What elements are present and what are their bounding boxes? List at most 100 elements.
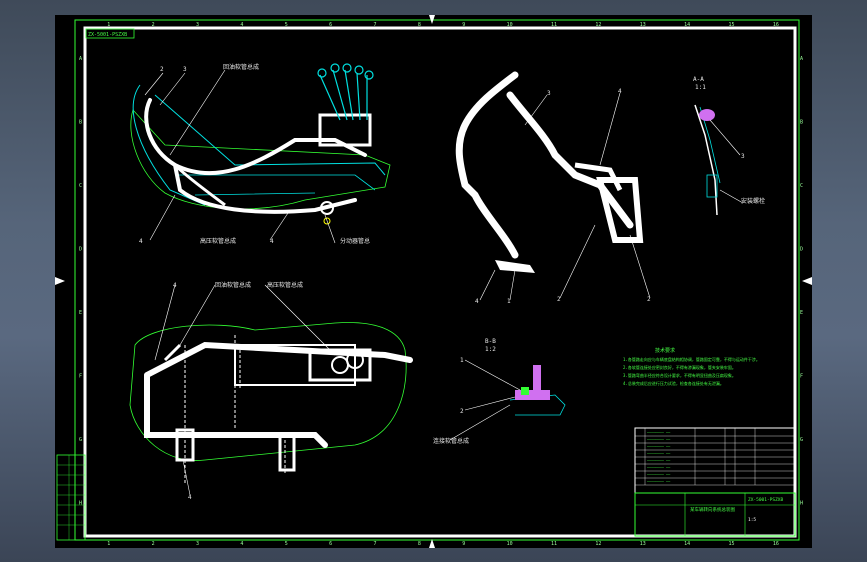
zone-letter: E — [79, 310, 82, 316]
zone-number: 11 — [551, 541, 557, 547]
iso-callout-2: 2 — [557, 296, 561, 303]
zone-number: 5 — [285, 541, 288, 547]
svg-text:──────── ──: ──────── ── — [646, 473, 671, 477]
zone-number: 7 — [373, 22, 376, 28]
zone-number: 7 — [373, 541, 376, 547]
callout-2: 2 — [160, 66, 164, 73]
tech-note-2: 2.各软管连接处应密封良好，不得有渗漏现象，管夹安装牢固。 — [623, 364, 736, 370]
bb-callout-2: 2 — [460, 408, 464, 415]
zone-number: 2 — [152, 22, 155, 28]
drawing-code: ZX-5001-PSZXB — [88, 32, 127, 38]
detail-a-label: 安装螺栓 — [741, 197, 765, 205]
pipe-label-1: 回油软管总成 — [223, 63, 259, 71]
drawing-code-box — [85, 28, 135, 39]
callout-4a: 4 — [139, 238, 143, 245]
view-scale-a: 1:1 — [695, 84, 706, 91]
svg-text:──────── ──: ──────── ── — [646, 438, 671, 442]
zone-numbers-top: 1122334455667788991010111112121313141415… — [107, 22, 779, 547]
bottom-callout-4a: 4 — [173, 282, 177, 289]
title-block: 某车辆转向系统总装图 ZX-5001-PSZXB 1:5 — [634, 492, 796, 537]
iso-callout-2b: 2 — [647, 296, 651, 303]
zone-number: 12 — [595, 22, 601, 28]
bb-note: 连接软管总成 — [433, 437, 469, 445]
center-mark-right — [802, 277, 812, 285]
callout-4b: 4 — [270, 238, 274, 245]
zone-letter: C — [800, 183, 803, 189]
isometric-pipe-view: 3 4 4 1 2 2 — [455, 71, 651, 305]
zone-number: 13 — [640, 22, 646, 28]
zone-number: 5 — [285, 22, 288, 28]
iso-callout-3: 3 — [547, 90, 551, 97]
zone-letter: H — [800, 500, 803, 506]
outer-border — [74, 19, 800, 541]
title-block-title: 某车辆转向系统总装图 — [690, 506, 735, 513]
zone-number: 4 — [240, 22, 243, 28]
zone-letter: A — [800, 56, 803, 62]
svg-text:──────── ──: ──────── ── — [646, 459, 671, 463]
zone-letter: D — [79, 246, 82, 252]
bb-callout-1: 1 — [460, 357, 464, 364]
iso-callout-4b: 4 — [475, 298, 479, 305]
view-label-b: B-B — [485, 338, 496, 345]
tech-notes-title: 技术要求 — [655, 347, 675, 354]
center-mark-bottom — [429, 539, 435, 548]
svg-text:──────── ──: ──────── ── — [646, 480, 671, 484]
detail-view-b: B-B 1:2 1 2 连接软管总成 — [433, 338, 566, 445]
zone-number: 16 — [773, 22, 779, 28]
zone-letter: B — [79, 119, 82, 125]
zone-number: 8 — [418, 22, 421, 28]
zone-number: 1 — [107, 22, 110, 28]
zone-number: 14 — [684, 541, 690, 547]
zone-number: 9 — [462, 22, 465, 28]
zone-number: 16 — [773, 541, 779, 547]
center-mark-top — [429, 15, 435, 24]
zone-letter: F — [79, 373, 82, 379]
tech-note-3: 3.管路弯曲半径应符合设计要求，不得有明显扭曲及压扁现象。 — [623, 372, 736, 378]
zone-number: 10 — [507, 541, 513, 547]
bottom-label-1: 回油软管总成 — [215, 281, 251, 289]
zone-number: 12 — [595, 541, 601, 547]
zone-number: 15 — [728, 22, 734, 28]
zone-number: 1 — [107, 541, 110, 547]
zone-letter: C — [79, 183, 82, 189]
drawing-canvas: 1122334455667788991010111112121313141415… — [55, 15, 812, 548]
zone-number: 13 — [640, 541, 646, 547]
zone-letter: B — [800, 119, 803, 125]
zone-number: 11 — [551, 22, 557, 28]
detail-view-a: A-A 1:1 3 安装螺栓 — [693, 76, 765, 216]
svg-text:──────── ──: ──────── ── — [646, 452, 671, 456]
title-block-code: ZX-5001-PSZXB — [748, 497, 784, 503]
title-block-scale: 1:5 — [748, 517, 756, 523]
zone-letter: E — [800, 310, 803, 316]
iso-callout-4: 4 — [618, 88, 622, 95]
zone-number: 6 — [329, 22, 332, 28]
zone-number: 10 — [507, 22, 513, 28]
svg-text:──────── ──: ──────── ── — [646, 445, 671, 449]
zone-number: 4 — [240, 541, 243, 547]
zone-letter: F — [800, 373, 803, 379]
zone-number: 15 — [728, 541, 734, 547]
view-label-a: A-A — [693, 76, 704, 83]
svg-text:──────── ──: ──────── ── — [646, 466, 671, 470]
zone-number: 3 — [196, 22, 199, 28]
view-scale-b: 1:2 — [485, 346, 496, 353]
zone-letter: D — [800, 246, 803, 252]
zone-number: 14 — [684, 22, 690, 28]
technical-requirements: 技术要求 1.各管路走向应与车辆底盘结构相协调，管路固定可靠，不得与运动件干涉。… — [623, 347, 760, 386]
callout-3: 3 — [183, 66, 187, 73]
zone-number: 8 — [418, 541, 421, 547]
zone-number: 6 — [329, 541, 332, 547]
zone-letter: A — [79, 56, 82, 62]
iso-callout-1: 1 — [507, 298, 511, 305]
zone-letter: G — [79, 437, 82, 443]
pipe-label-2: 高压软管总成 — [200, 237, 236, 245]
top-left-assembly-view: 2 3 回油软管总成 4 高压软管总成 4 分动器管总 — [130, 63, 391, 245]
zone-number: 2 — [152, 541, 155, 547]
tech-note-1: 1.各管路走向应与车辆底盘结构相协调，管路固定可靠，不得与运动件干涉。 — [623, 356, 760, 362]
inner-frame — [83, 26, 797, 538]
left-revision-block — [56, 454, 86, 541]
zone-letter: G — [800, 437, 803, 443]
